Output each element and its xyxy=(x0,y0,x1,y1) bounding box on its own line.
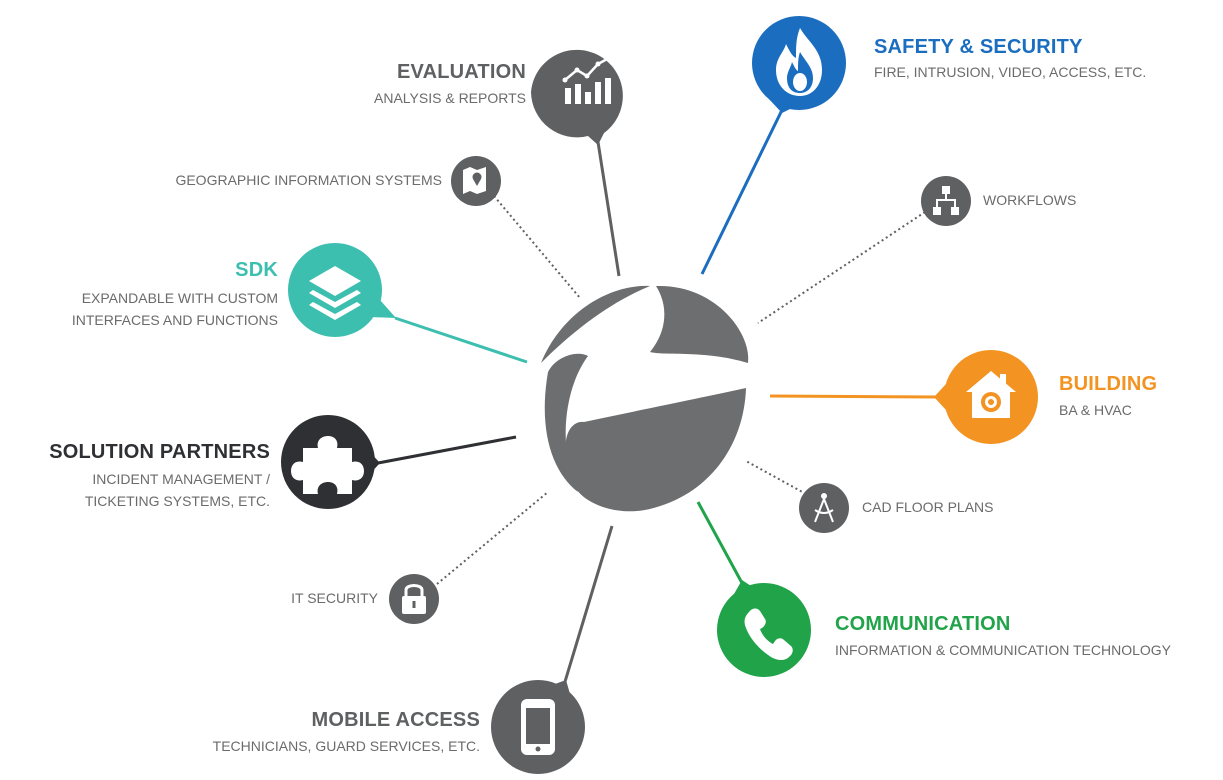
house-gear-icon xyxy=(966,371,1016,418)
small-node-cad xyxy=(799,483,849,533)
layers-icon xyxy=(309,266,361,320)
it-security-label: IT SECURITY xyxy=(291,590,378,606)
compass-icon xyxy=(814,493,834,523)
smartphone-icon xyxy=(521,699,555,755)
connector-building xyxy=(769,394,939,399)
mobile-title: MOBILE ACCESS xyxy=(311,709,480,731)
connector-workflows xyxy=(757,211,926,324)
connector-partners xyxy=(377,435,517,465)
evaluation-title: EVALUATION xyxy=(396,61,526,83)
connector-mobile xyxy=(562,525,614,686)
pin-communication xyxy=(717,580,811,677)
communication-title: COMMUNICATION xyxy=(835,613,1011,635)
building-title: BUILDING xyxy=(1059,373,1158,395)
connector-communication xyxy=(696,501,744,584)
phone-icon xyxy=(744,608,793,660)
building-subtitle: BA & HVAC xyxy=(1059,402,1132,418)
safety-subtitle: FIRE, INTRUSION, VIDEO, ACCESS, ETC. xyxy=(874,64,1147,80)
gis-label: GEOGRAPHIC INFORMATION SYSTEMS xyxy=(175,172,442,188)
lock-icon xyxy=(402,584,426,614)
safety-title: SAFETY & SECURITY xyxy=(874,36,1083,58)
partners-subtitle-line1: INCIDENT MANAGEMENT / xyxy=(92,471,270,487)
connector-it-security xyxy=(436,491,549,585)
puzzle-icon xyxy=(291,436,364,494)
workflow-icon xyxy=(933,186,959,215)
connector-evaluation xyxy=(596,141,621,277)
workflows-label: WORKFLOWS xyxy=(983,192,1077,208)
mobile-subtitle: TECHNICIANS, GUARD SERVICES, ETC. xyxy=(212,738,480,754)
flame-icon xyxy=(776,28,822,96)
sdk-subtitle-line1: EXPANDABLE WITH CUSTOM xyxy=(81,290,278,306)
connectors xyxy=(377,109,939,686)
map-pin-icon xyxy=(463,167,486,194)
partners-title: SOLUTION PARTNERS xyxy=(49,441,270,463)
connector-cad xyxy=(745,460,807,495)
partners-subtitle-line2: TICKETING SYSTEMS, ETC. xyxy=(84,493,270,509)
globe-logo xyxy=(541,285,749,512)
connector-sdk xyxy=(394,316,528,364)
connector-gis xyxy=(493,195,581,299)
sdk-subtitle-line2: INTERFACES AND FUNCTIONS xyxy=(71,312,278,328)
cad-label: CAD FLOOR PLANS xyxy=(862,499,994,515)
communication-subtitle: INFORMATION & COMMUNICATION TECHNOLOGY xyxy=(835,642,1172,658)
evaluation-subtitle: ANALYSIS & REPORTS xyxy=(374,90,526,106)
connector-safety xyxy=(700,109,784,275)
bar-chart-icon xyxy=(562,55,612,104)
sdk-title: SDK xyxy=(235,259,278,281)
